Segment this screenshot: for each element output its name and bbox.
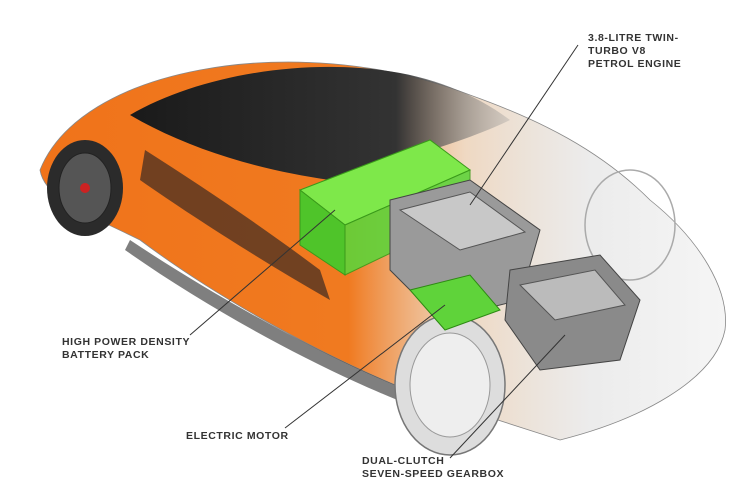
gearbox (504, 254, 641, 371)
battery-label: HIGH POWER DENSITY BATTERY PACK (62, 336, 191, 361)
gearbox-leader-line (449, 334, 566, 459)
gearbox-label: DUAL-CLUTCH SEVEN-SPEED GEARBOX (362, 455, 505, 480)
engine (389, 179, 541, 321)
engine-leader-line (469, 44, 579, 206)
motor-leader-line (284, 304, 446, 429)
rear-wheel (47, 140, 123, 236)
leader-lines (189, 44, 579, 459)
electric-motor (409, 274, 501, 331)
electric-motor-label: ELECTRIC MOTOR (186, 430, 289, 442)
battery-leader-line (189, 209, 336, 336)
engine-label: 3.8-LITRE TWIN- TURBO V8 PETROL ENGINE (588, 32, 682, 70)
